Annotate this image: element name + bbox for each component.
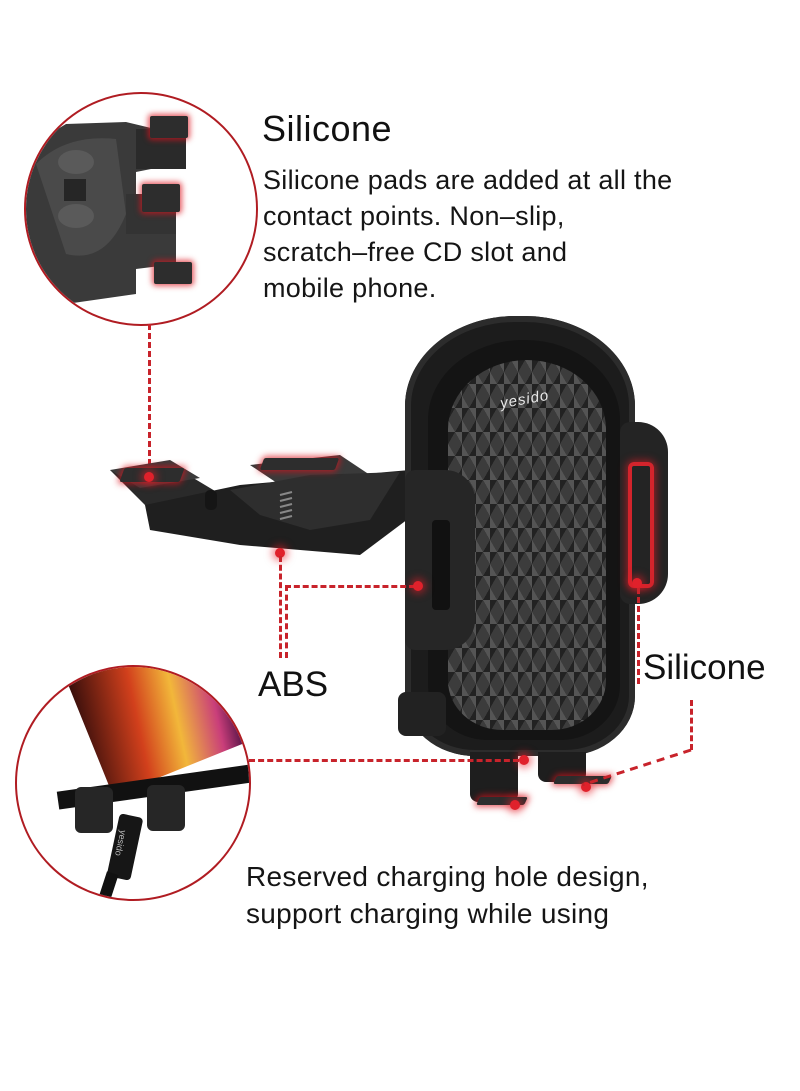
release-knob [398,692,446,736]
right-arm-silicone-strip [628,462,654,588]
label-silicone-right: Silicone [643,648,766,687]
silicone-pad-middle [142,184,180,212]
cable-logo: yesido [113,829,129,857]
left-arm-slot [432,520,450,610]
abs-line-frame [285,585,288,658]
callout-dot-clamp-pad [144,472,154,482]
description-line: contact points. Non–slip, [263,201,565,231]
clamp-silicone-pad-right [259,458,340,470]
callout-dot-frame [413,581,423,591]
description-line: Reserved charging hole design, [246,861,649,892]
callout-line-top [148,324,151,474]
callout-line-charging [249,759,519,762]
description-line: scratch–free CD slot and [263,237,568,267]
charging-detail-circle: yesido [15,665,251,901]
charging-cable [91,871,119,899]
callout-dot-clamp-base [275,548,285,558]
abs-line-frame-horizontal [285,585,415,588]
clamp-detail-circle [24,92,258,326]
callout-dot-charging-gap [519,755,529,765]
silicone-pad-top [150,116,188,138]
clamp-detail-illustration [26,122,186,304]
description-line: mobile phone. [263,273,437,303]
silicone-line-feet-vertical [690,700,693,750]
label-abs: ABS [258,665,329,704]
abs-line-base [279,556,282,658]
silicone-line-arm [637,588,640,684]
silicone-line-feet-diagonal [581,748,692,787]
foot-silicone-pad-left [476,797,528,805]
description-line: support charging while using [246,898,610,929]
feature-description-charging: Reserved charging hole design, support c… [246,858,766,932]
callout-dot-foot-left [510,800,520,810]
feature-description-silicone: Silicone pads are added at all the conta… [263,162,763,306]
cd-slot-clamp-base [110,455,420,555]
holder-foot-left [75,787,113,833]
silicone-pad-bottom [154,262,192,284]
feature-title-silicone: Silicone [262,108,393,149]
holder-foot-right [147,785,185,831]
callout-dot-right-arm [632,578,642,588]
callout-dot-foot-right [581,782,591,792]
description-line: Silicone pads are added at all the [263,165,673,195]
